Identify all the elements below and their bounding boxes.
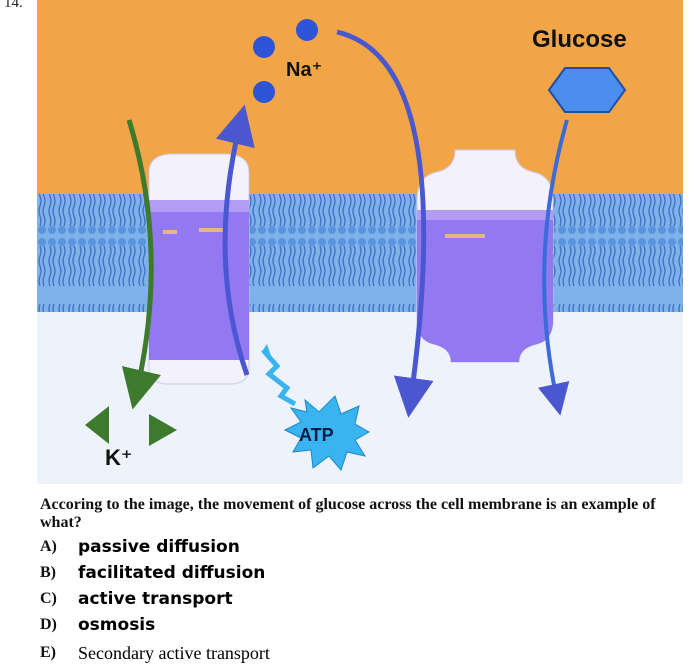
atp-burst bbox=[283, 395, 371, 471]
glucose-molecule bbox=[547, 67, 627, 113]
question-number: 14. bbox=[4, 0, 23, 11]
option-letter: E) bbox=[40, 644, 56, 661]
option-text: osmosis bbox=[78, 615, 156, 635]
option-text: active transport bbox=[78, 589, 233, 609]
atp-energy-squiggle bbox=[261, 348, 297, 407]
option-text: Secondary active transport bbox=[78, 643, 270, 663]
glucose-arrow bbox=[538, 119, 570, 416]
option-letter: C) bbox=[40, 590, 57, 607]
sodium-potassium-pump bbox=[148, 153, 250, 385]
option-letter: D) bbox=[40, 616, 57, 633]
option-letter: A) bbox=[40, 538, 57, 555]
sodium-ion bbox=[253, 81, 275, 103]
potassium-arrow bbox=[121, 119, 161, 410]
glucose-transport-protein bbox=[416, 149, 554, 363]
sodium-pump-arrow bbox=[215, 104, 255, 376]
question-text: Accoring to the image, the movement of g… bbox=[40, 496, 656, 531]
potassium-ion bbox=[85, 406, 109, 444]
option-text: facilitated diffusion bbox=[78, 563, 266, 583]
atp-label: ATP bbox=[299, 425, 334, 445]
option-text: passive diffusion bbox=[78, 537, 240, 557]
potassium-label: K⁺ bbox=[105, 445, 133, 470]
membrane-transport-diagram: Na⁺ Glucose K⁺ ATP bbox=[37, 0, 683, 484]
sodium-cotransport-arrow bbox=[336, 29, 434, 418]
option-letter: B) bbox=[40, 564, 56, 581]
sodium-ion bbox=[253, 36, 275, 58]
sodium-ion bbox=[296, 19, 318, 41]
lipid-bilayer bbox=[37, 194, 683, 312]
glucose-label: Glucose bbox=[532, 26, 627, 53]
potassium-ion bbox=[149, 414, 177, 446]
sodium-label: Na⁺ bbox=[286, 59, 322, 81]
